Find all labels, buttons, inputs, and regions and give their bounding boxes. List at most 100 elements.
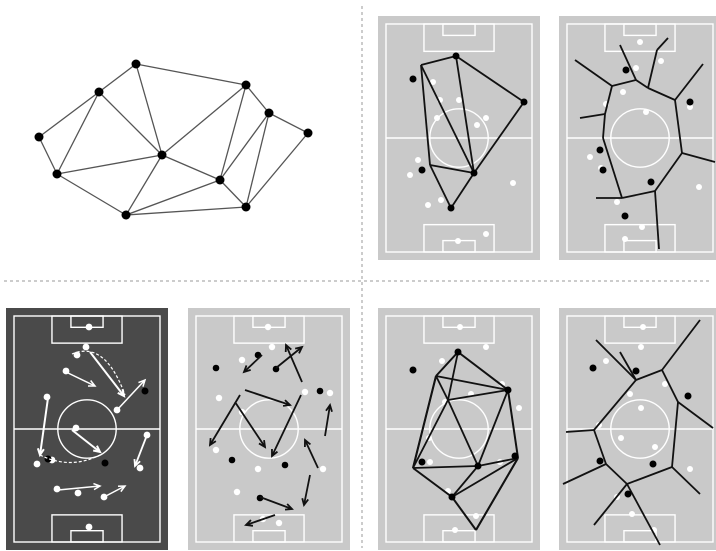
edge <box>412 467 453 498</box>
graph-node <box>94 87 104 97</box>
player-dot <box>483 115 489 121</box>
edge <box>671 401 679 468</box>
player-dot <box>407 172 413 178</box>
pitch-voronoi-top <box>559 16 716 260</box>
player-dot <box>640 324 646 330</box>
edge <box>626 466 673 485</box>
edge <box>447 399 479 467</box>
player-dot <box>455 238 461 244</box>
player-dot <box>614 199 620 205</box>
edge <box>412 465 479 469</box>
player-dot <box>238 356 246 364</box>
player-dot <box>212 446 220 454</box>
edge <box>507 389 519 459</box>
player-dot <box>457 324 463 330</box>
graph-edge <box>219 179 247 208</box>
edge <box>674 63 704 101</box>
arrow-shaft <box>65 371 96 387</box>
player-dot <box>316 387 324 395</box>
center-circle <box>610 108 670 168</box>
arrow-head <box>294 345 304 354</box>
goal-box-top <box>623 23 657 37</box>
player-dot <box>483 344 489 350</box>
goal-box-bottom <box>252 530 286 543</box>
edge <box>473 101 525 174</box>
edge <box>455 55 525 103</box>
center-circle <box>610 399 670 459</box>
edge <box>420 64 431 166</box>
arrow-head <box>282 399 292 407</box>
edge <box>654 190 660 250</box>
player-dot <box>430 79 436 85</box>
edge <box>635 369 663 381</box>
edge <box>412 375 437 469</box>
player-dot <box>520 98 528 106</box>
edge <box>451 465 479 498</box>
edge <box>654 152 683 192</box>
movement-path <box>71 350 126 396</box>
arrow-head <box>242 365 251 374</box>
arrow-shaft <box>304 439 319 469</box>
player-dot <box>264 323 272 331</box>
arrow-shaft <box>89 351 125 397</box>
player-dot <box>215 394 223 402</box>
player-dot <box>647 178 655 186</box>
graph-edge <box>56 91 100 175</box>
player-dot <box>456 97 462 103</box>
player-dot <box>427 459 433 465</box>
graph-edge <box>125 154 163 216</box>
graph-edge <box>135 63 163 156</box>
pitch-triangulation-bottom <box>378 308 540 550</box>
goal-box-top <box>442 23 476 37</box>
center-circle <box>239 399 299 459</box>
player-dot <box>596 146 604 154</box>
player-dot <box>620 89 626 95</box>
graph-node <box>264 108 274 118</box>
edge <box>681 152 716 163</box>
player-dot <box>504 386 512 394</box>
arrow-shaft <box>39 397 49 456</box>
player-dot <box>85 523 93 531</box>
player-dot <box>72 424 80 432</box>
arrow-shaft <box>134 434 148 467</box>
player-dot <box>438 197 444 203</box>
arrow-shaft <box>243 354 263 373</box>
player-dot <box>256 494 264 502</box>
arrow-shaft <box>271 394 302 457</box>
player-dot <box>212 364 220 372</box>
center-circle <box>57 399 117 459</box>
graph-edge <box>135 63 247 86</box>
graph-edge <box>125 206 247 216</box>
player-dot <box>638 405 644 411</box>
player-dot <box>452 527 458 533</box>
player-dot <box>638 344 644 350</box>
arrow-shaft <box>245 514 276 526</box>
player-dot <box>268 343 276 351</box>
arrow-shaft <box>234 401 266 448</box>
arrow-head <box>303 438 311 448</box>
player-dot <box>418 458 426 466</box>
edge <box>619 351 637 381</box>
player-dot <box>473 513 479 519</box>
graph-node <box>131 59 141 69</box>
player-dot <box>639 224 645 230</box>
edge <box>450 172 475 209</box>
arrow-head <box>93 482 102 491</box>
edge <box>562 463 607 485</box>
player-dot <box>658 58 664 64</box>
player-dot <box>447 204 455 212</box>
player-dot <box>418 166 426 174</box>
player-dot <box>622 66 630 74</box>
edge <box>661 319 701 371</box>
edge <box>429 164 452 209</box>
arrow-head <box>133 458 141 468</box>
player-dot <box>454 348 462 356</box>
edge <box>604 85 613 115</box>
player-dot <box>652 444 658 450</box>
edge <box>635 79 649 89</box>
player-dot <box>319 465 327 473</box>
arrow-shaft <box>303 474 311 506</box>
arrow-shaft <box>103 485 126 498</box>
arrow-shaft <box>116 379 146 411</box>
arrow-head <box>301 497 309 508</box>
